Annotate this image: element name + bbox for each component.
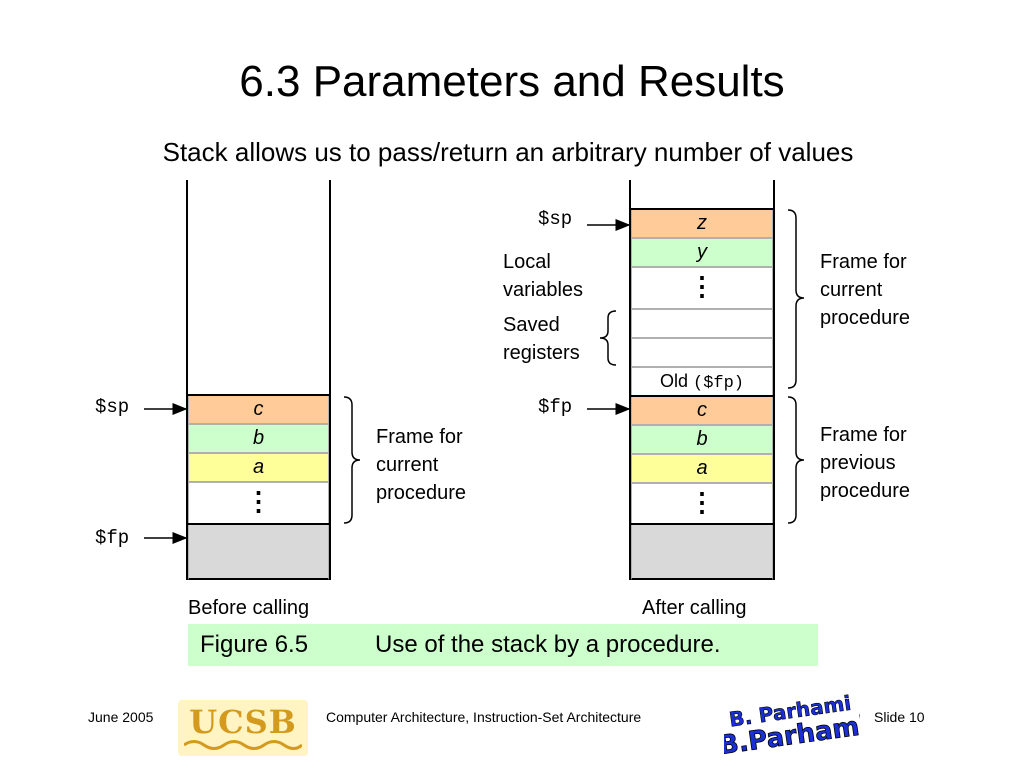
local-variables-line-1: Local: [503, 251, 551, 273]
current-frame-line-3: procedure: [820, 307, 911, 329]
left-stack: c b a ⋮: [186, 180, 331, 580]
right-cell-saved-2: [631, 338, 773, 367]
right-frame-top-line: [629, 208, 775, 210]
left-dots: ⋮: [245, 486, 272, 516]
saved-registers-line-1: Saved: [503, 314, 560, 336]
right-fp-label: $fp: [538, 396, 573, 418]
current-frame-line-2: current: [820, 279, 883, 301]
right-stack: z y ⋮ Old ($fp) c b a ⋮: [629, 180, 775, 580]
left-frame-base-line: [186, 523, 331, 525]
right-cell-a: a: [631, 454, 773, 483]
left-cell-base: [188, 524, 329, 580]
current-frame-brace: [787, 209, 805, 389]
right-cell-c-label: c: [697, 399, 707, 421]
current-frame-line-1: Frame for: [820, 251, 907, 273]
previous-frame-brace: [787, 396, 805, 524]
figure-caption: Use of the stack by a procedure.: [375, 631, 721, 658]
left-frame-top-line: [186, 394, 331, 396]
right-cell-z-label: z: [697, 212, 707, 234]
right-cell-saved-1: [631, 309, 773, 338]
figure-caption-box: Figure 6.5 Use of the stack by a procedur…: [188, 624, 818, 666]
ucsb-logo: UCSB: [178, 700, 308, 756]
footer-course: Computer Architecture, Instruction-Set A…: [326, 709, 642, 725]
right-cell-y: y: [631, 238, 773, 267]
right-cell-a-label: a: [696, 457, 708, 479]
saved-registers-label: Saved registers: [503, 311, 580, 367]
right-cell-c: c: [631, 396, 773, 425]
previous-frame-line-3: procedure: [820, 480, 911, 502]
right-cell-y-label: y: [697, 241, 707, 263]
right-caption: After calling: [642, 597, 747, 619]
local-variables-label: Local variables: [503, 248, 583, 304]
old-prefix: Old: [659, 371, 688, 391]
parhami-signature-logo: B. Parhami B.Parhami: [724, 692, 860, 758]
right-sp-label: $sp: [538, 208, 573, 230]
left-cell-b-label: b: [252, 427, 265, 449]
right-cell-b-label: b: [696, 428, 708, 450]
right-local-dots: ⋮: [689, 271, 715, 301]
right-cell-b: b: [631, 425, 773, 454]
left-cell-a-label: a: [252, 456, 265, 478]
previous-frame-line-1: Frame for: [820, 424, 907, 446]
slide-subtitle: Stack allows us to pass/return an arbitr…: [162, 137, 854, 167]
current-frame-label: Frame for current procedure: [820, 248, 910, 332]
right-cell-local-dots: ⋮: [631, 267, 773, 309]
left-frame-label-line-1: Frame for: [376, 426, 463, 448]
right-prev-dots: ⋮: [689, 487, 715, 517]
left-fp-label: $fp: [95, 527, 130, 549]
left-cell-a: a: [188, 453, 329, 482]
footer-date: June 2005: [88, 709, 154, 725]
old-register: ($fp): [693, 374, 745, 393]
left-sp-label: $sp: [95, 396, 130, 418]
ucsb-logo-text: UCSB: [189, 703, 297, 741]
left-cell-c-label: c: [253, 398, 264, 420]
left-caption: Before calling: [188, 597, 310, 619]
left-cell-b: b: [188, 424, 329, 453]
previous-frame-label: Frame for previous procedure: [820, 421, 910, 505]
right-cell-old-fp: Old ($fp): [631, 367, 773, 396]
saved-registers-line-2: registers: [503, 342, 580, 364]
local-variables-line-2: variables: [503, 279, 584, 301]
figure-number: Figure 6.5: [200, 631, 309, 658]
left-frame-label: Frame for current procedure: [376, 423, 466, 507]
right-frame-mid-line: [629, 395, 775, 397]
left-frame-label-line-3: procedure: [376, 482, 467, 504]
right-cell-prev-dots: ⋮: [631, 483, 773, 524]
wave-icon: [184, 740, 302, 750]
left-frame-label-line-2: current: [376, 454, 439, 476]
saved-registers-brace: [599, 310, 617, 366]
left-frame-brace: [343, 396, 361, 524]
footer-slide-number: Slide 10: [874, 709, 925, 725]
previous-frame-line-2: previous: [820, 452, 896, 474]
right-frame-base-line: [629, 523, 775, 525]
slide-title: 6.3 Parameters and Results: [239, 57, 785, 106]
